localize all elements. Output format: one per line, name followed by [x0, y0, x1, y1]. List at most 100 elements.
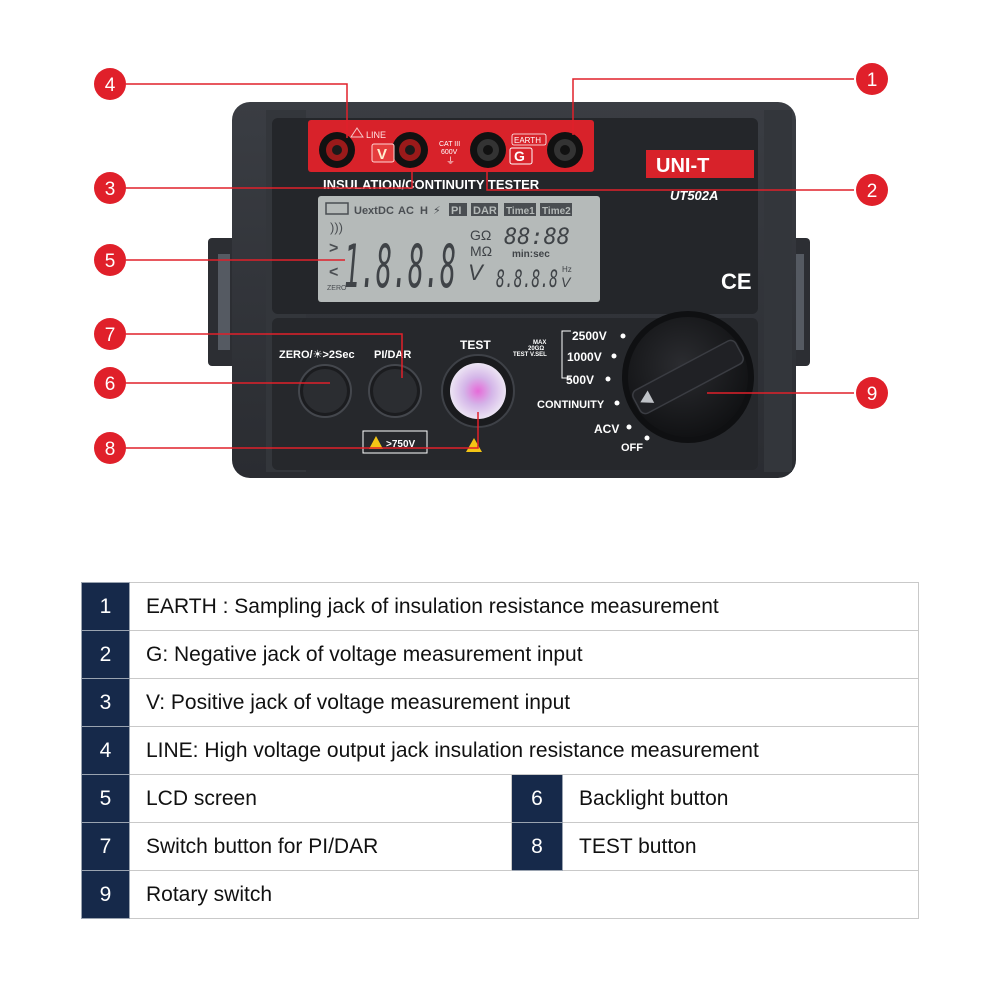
- legend-row: 5 LCD screen 6 Backlight button: [81, 774, 919, 823]
- ground-icon: ⏚: [446, 156, 455, 166]
- legend-description: V: Positive jack of voltage measurement …: [129, 678, 919, 727]
- zero-button-label: ZERO/☀>2Sec: [279, 349, 355, 361]
- legend-number: 5: [81, 774, 130, 823]
- earth-jack-tag: EARTH: [514, 136, 541, 145]
- legend-description: TEST button: [562, 822, 919, 871]
- lcd-unit-mohm: MΩ: [470, 243, 492, 259]
- callout-badge-4: 4: [94, 68, 126, 100]
- legend-number: 9: [81, 870, 130, 919]
- cat-rating-line2: 600V: [441, 149, 458, 156]
- legend-description: G: Negative jack of voltage measurement …: [129, 630, 919, 679]
- brand-badge: [646, 150, 754, 178]
- lcd-icon-dar: DAR: [473, 205, 497, 217]
- svg-text:5: 5: [105, 251, 116, 272]
- pidar-button-label: PI/DAR: [374, 349, 411, 361]
- svg-text:6: 6: [105, 374, 116, 395]
- g-jack-tag: G: [514, 148, 525, 164]
- lcd-icon-pi: PI: [451, 205, 461, 217]
- zero-backlight-button[interactable]: [298, 364, 352, 418]
- lcd-min-sec: min:sec: [512, 249, 550, 260]
- legend-row: 3 V: Positive jack of voltage measuremen…: [81, 678, 919, 727]
- test-button-label: TEST: [460, 338, 491, 352]
- callout-badge-9: 9: [856, 377, 888, 409]
- lcd-main-digits: 1.8.8.8: [344, 232, 456, 302]
- hv-warning-icon: [369, 436, 383, 449]
- brand-logo: UNI-T: [656, 155, 709, 177]
- rotary-pos-500v: 500V: [566, 373, 594, 387]
- sound-icon: ))): [330, 220, 343, 235]
- lcd-main-unit: V: [468, 260, 485, 285]
- legend-row: 4 LINE: High voltage output jack insulat…: [81, 726, 919, 775]
- legend-description: LCD screen: [129, 774, 512, 823]
- svg-text:1: 1: [867, 70, 878, 91]
- line-warning-icon: [350, 127, 364, 138]
- rotary-switch-knob[interactable]: [622, 311, 754, 443]
- legend-row: 7 Switch button for PI/DAR 8 TEST button: [81, 822, 919, 871]
- callout-badge-5: 5: [94, 244, 126, 276]
- model-name: UT502A: [670, 188, 718, 203]
- rotary-pos-2500v: 2500V: [572, 329, 607, 343]
- device-diagram: LINE V CAT III 600V ⏚ G EARTH INSULATION…: [94, 63, 888, 478]
- lcd-hz: Hz: [562, 265, 572, 274]
- rotary-max-note-3: TEST V.SEL: [513, 352, 547, 358]
- legend-number: 1: [81, 582, 130, 631]
- lcd-icon-dc: DC: [378, 205, 394, 217]
- legend-row: 9 Rotary switch: [81, 870, 919, 919]
- legend-table: 1 EARTH : Sampling jack of insulation re…: [81, 582, 919, 919]
- lcd-zero: ZERO: [327, 285, 347, 292]
- battery-icon: [325, 202, 349, 215]
- callout-lines: [126, 78, 854, 449]
- lcd-icon-uext: Uext: [354, 205, 378, 217]
- svg-text:8: 8: [105, 439, 116, 460]
- svg-text:4: 4: [105, 75, 116, 96]
- v-jack-tag: V: [377, 146, 387, 163]
- high-voltage-warning-box: [362, 430, 428, 454]
- pidar-button[interactable]: [368, 364, 422, 418]
- legend-description: Rotary switch: [129, 870, 919, 919]
- line-jack[interactable]: [319, 132, 355, 168]
- callout-badge-2: 2: [856, 174, 888, 206]
- lcd-icon-time1: Time1: [506, 206, 535, 217]
- line-jack-tag: LINE: [366, 130, 386, 140]
- lcd-lt-sign: <: [329, 264, 338, 281]
- svg-text:3: 3: [105, 179, 116, 200]
- legend-number: 7: [81, 822, 130, 871]
- rotary-pos-1000v: 1000V: [567, 350, 602, 364]
- callout-badge-8: 8: [94, 432, 126, 464]
- legend-number: 2: [81, 630, 130, 679]
- lcd-icon-ac: AC: [398, 205, 414, 217]
- legend-number: 8: [511, 822, 563, 871]
- legend-description: EARTH : Sampling jack of insulation resi…: [129, 582, 919, 631]
- cat-rating-line1: CAT III: [439, 141, 460, 148]
- hv-warning-label: >750V: [386, 439, 416, 450]
- svg-text:2: 2: [867, 181, 878, 202]
- rotary-pos-off: OFF: [621, 442, 643, 454]
- lcd-icon-time2: Time2: [542, 206, 571, 217]
- lcd-gt-sign: >: [329, 240, 338, 257]
- ce-mark: CE: [721, 269, 752, 294]
- callout-badge-3: 3: [94, 172, 126, 204]
- callout-badge-7: 7: [94, 318, 126, 350]
- lcd-time-digits: 88:88: [504, 225, 570, 250]
- earth-jack[interactable]: [547, 132, 583, 168]
- legend-description: Backlight button: [562, 774, 919, 823]
- lcd-icon-hv: ⚡: [433, 205, 441, 217]
- legend-description: Switch button for PI/DAR: [129, 822, 512, 871]
- svg-text:7: 7: [105, 325, 116, 346]
- legend-description: LINE: High voltage output jack insulatio…: [129, 726, 919, 775]
- callout-badge-6: 6: [94, 367, 126, 399]
- g-jack[interactable]: [470, 132, 506, 168]
- legend-number: 3: [81, 678, 130, 727]
- v-jack[interactable]: [392, 132, 428, 168]
- lcd-unit-gohm: GΩ: [470, 227, 491, 243]
- legend-row: 1 EARTH : Sampling jack of insulation re…: [81, 582, 919, 631]
- rotary-max-note-2: 20GΩ: [528, 346, 544, 352]
- lcd-sub-unit: V: [561, 274, 572, 290]
- svg-text:9: 9: [867, 384, 878, 405]
- lcd-icon-h: H: [420, 205, 428, 217]
- legend-row: 2 G: Negative jack of voltage measuremen…: [81, 630, 919, 679]
- legend-number: 6: [511, 774, 563, 823]
- callout-badge-1: 1: [856, 63, 888, 95]
- legend-number: 4: [81, 726, 130, 775]
- lcd-screen: [318, 196, 600, 302]
